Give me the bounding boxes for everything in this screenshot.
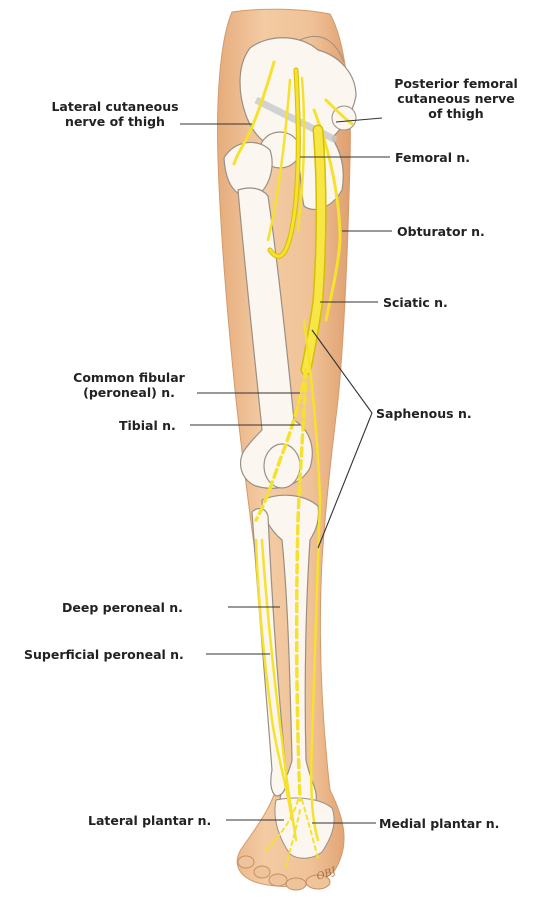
label-sciatic-nerve: Sciatic n. xyxy=(383,295,448,310)
label-tibial-nerve: Tibial n. xyxy=(119,418,176,433)
label-superficial-peroneal-nerve: Superficial peroneal n. xyxy=(24,647,184,662)
label-posterior-femoral-cutaneous-nerve: Posterior femoral cutaneous nerve of thi… xyxy=(381,76,531,121)
label-deep-peroneal-nerve: Deep peroneal n. xyxy=(62,600,183,615)
label-medial-plantar-nerve: Medial plantar n. xyxy=(379,816,499,831)
label-femoral-nerve: Femoral n. xyxy=(395,150,470,165)
label-obturator-nerve: Obturator n. xyxy=(397,224,485,239)
label-lateral-cutaneous-nerve: Lateral cutaneous nerve of thigh xyxy=(40,99,190,129)
label-saphenous-nerve: Saphenous n. xyxy=(376,406,472,421)
label-common-fibular-nerve: Common fibular (peroneal) n. xyxy=(62,370,196,400)
label-lateral-plantar-nerve: Lateral plantar n. xyxy=(88,813,211,828)
